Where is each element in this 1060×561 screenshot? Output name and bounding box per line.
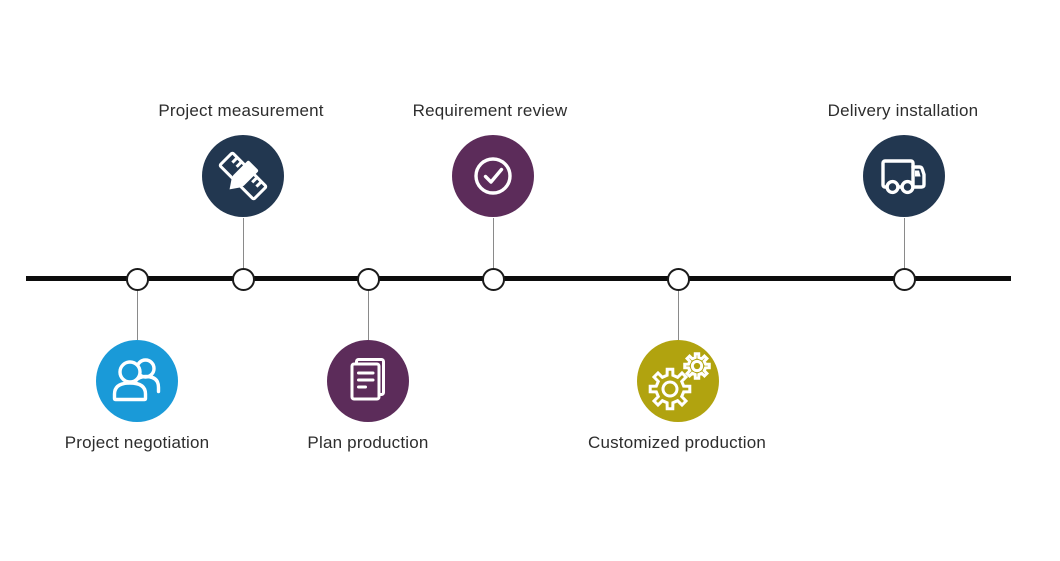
connector-line <box>136 290 138 340</box>
ruler-pencil-icon <box>202 135 284 217</box>
step-label: Plan production <box>307 433 429 452</box>
connector-line <box>492 218 494 268</box>
step-label: Customized production <box>587 433 767 452</box>
step-label: Project measurement <box>158 101 324 120</box>
connector-line <box>242 218 244 268</box>
step-label: Delivery installation <box>827 101 979 120</box>
step-label: Project negotiation <box>64 433 210 452</box>
timeline-node <box>481 267 505 291</box>
truck-icon <box>863 135 945 217</box>
people-icon <box>96 340 178 422</box>
timeline-node <box>892 267 916 291</box>
timeline-node <box>125 267 149 291</box>
connector-line <box>367 290 369 340</box>
timeline-node <box>231 267 255 291</box>
connector-line <box>903 218 905 268</box>
timeline-node <box>356 267 380 291</box>
timeline-node <box>666 267 690 291</box>
timeline-axis <box>26 276 1011 281</box>
gears-icon <box>637 340 719 422</box>
document-icon <box>327 340 409 422</box>
connector-line <box>677 290 679 340</box>
check-circle-icon <box>452 135 534 217</box>
step-label: Requirement review <box>412 101 568 120</box>
